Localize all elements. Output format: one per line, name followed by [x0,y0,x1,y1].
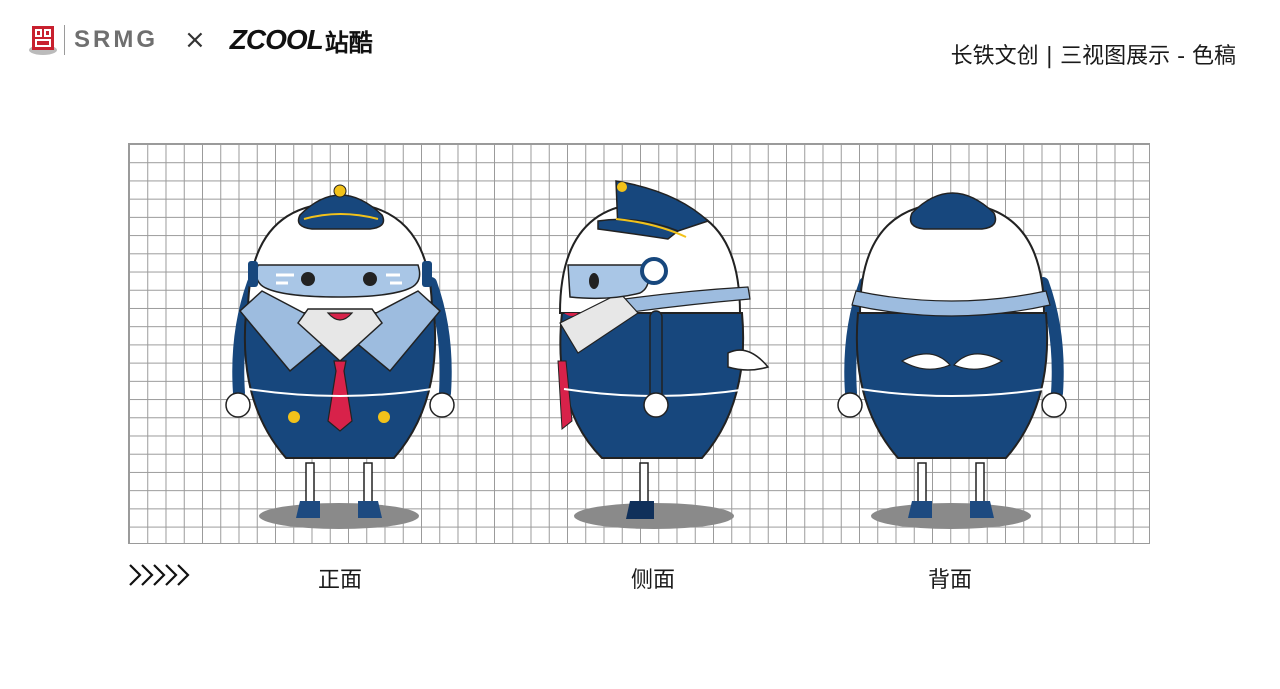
header-logos: SRMG × ZCOOL 站酷 [28,20,373,60]
collaboration-x-symbol: × [184,25,206,55]
mascot-front-view [218,173,468,533]
back-view-label: 背面 [927,568,972,593]
logo-divider [64,25,65,55]
zcool-logo-cn-text: 站酷 [324,28,373,57]
mascot-side-illustration [557,180,770,529]
mascot-back-view [830,173,1080,533]
chevron-arrows-icon [129,564,190,586]
front-view-label: 正面 [317,568,362,593]
mascot-front-illustration [225,184,455,529]
side-view-label: 侧面 [630,568,675,593]
srmg-seal-logo [29,26,57,55]
mascot-side-view [540,173,790,533]
page-title: 长铁文创 | 三视图展示 - 色稿 [950,44,1236,69]
zcool-logo-text: ZCOOL [229,24,324,55]
srmg-logo-text: SRMG [74,26,158,53]
mascot-back-illustration [837,192,1067,529]
